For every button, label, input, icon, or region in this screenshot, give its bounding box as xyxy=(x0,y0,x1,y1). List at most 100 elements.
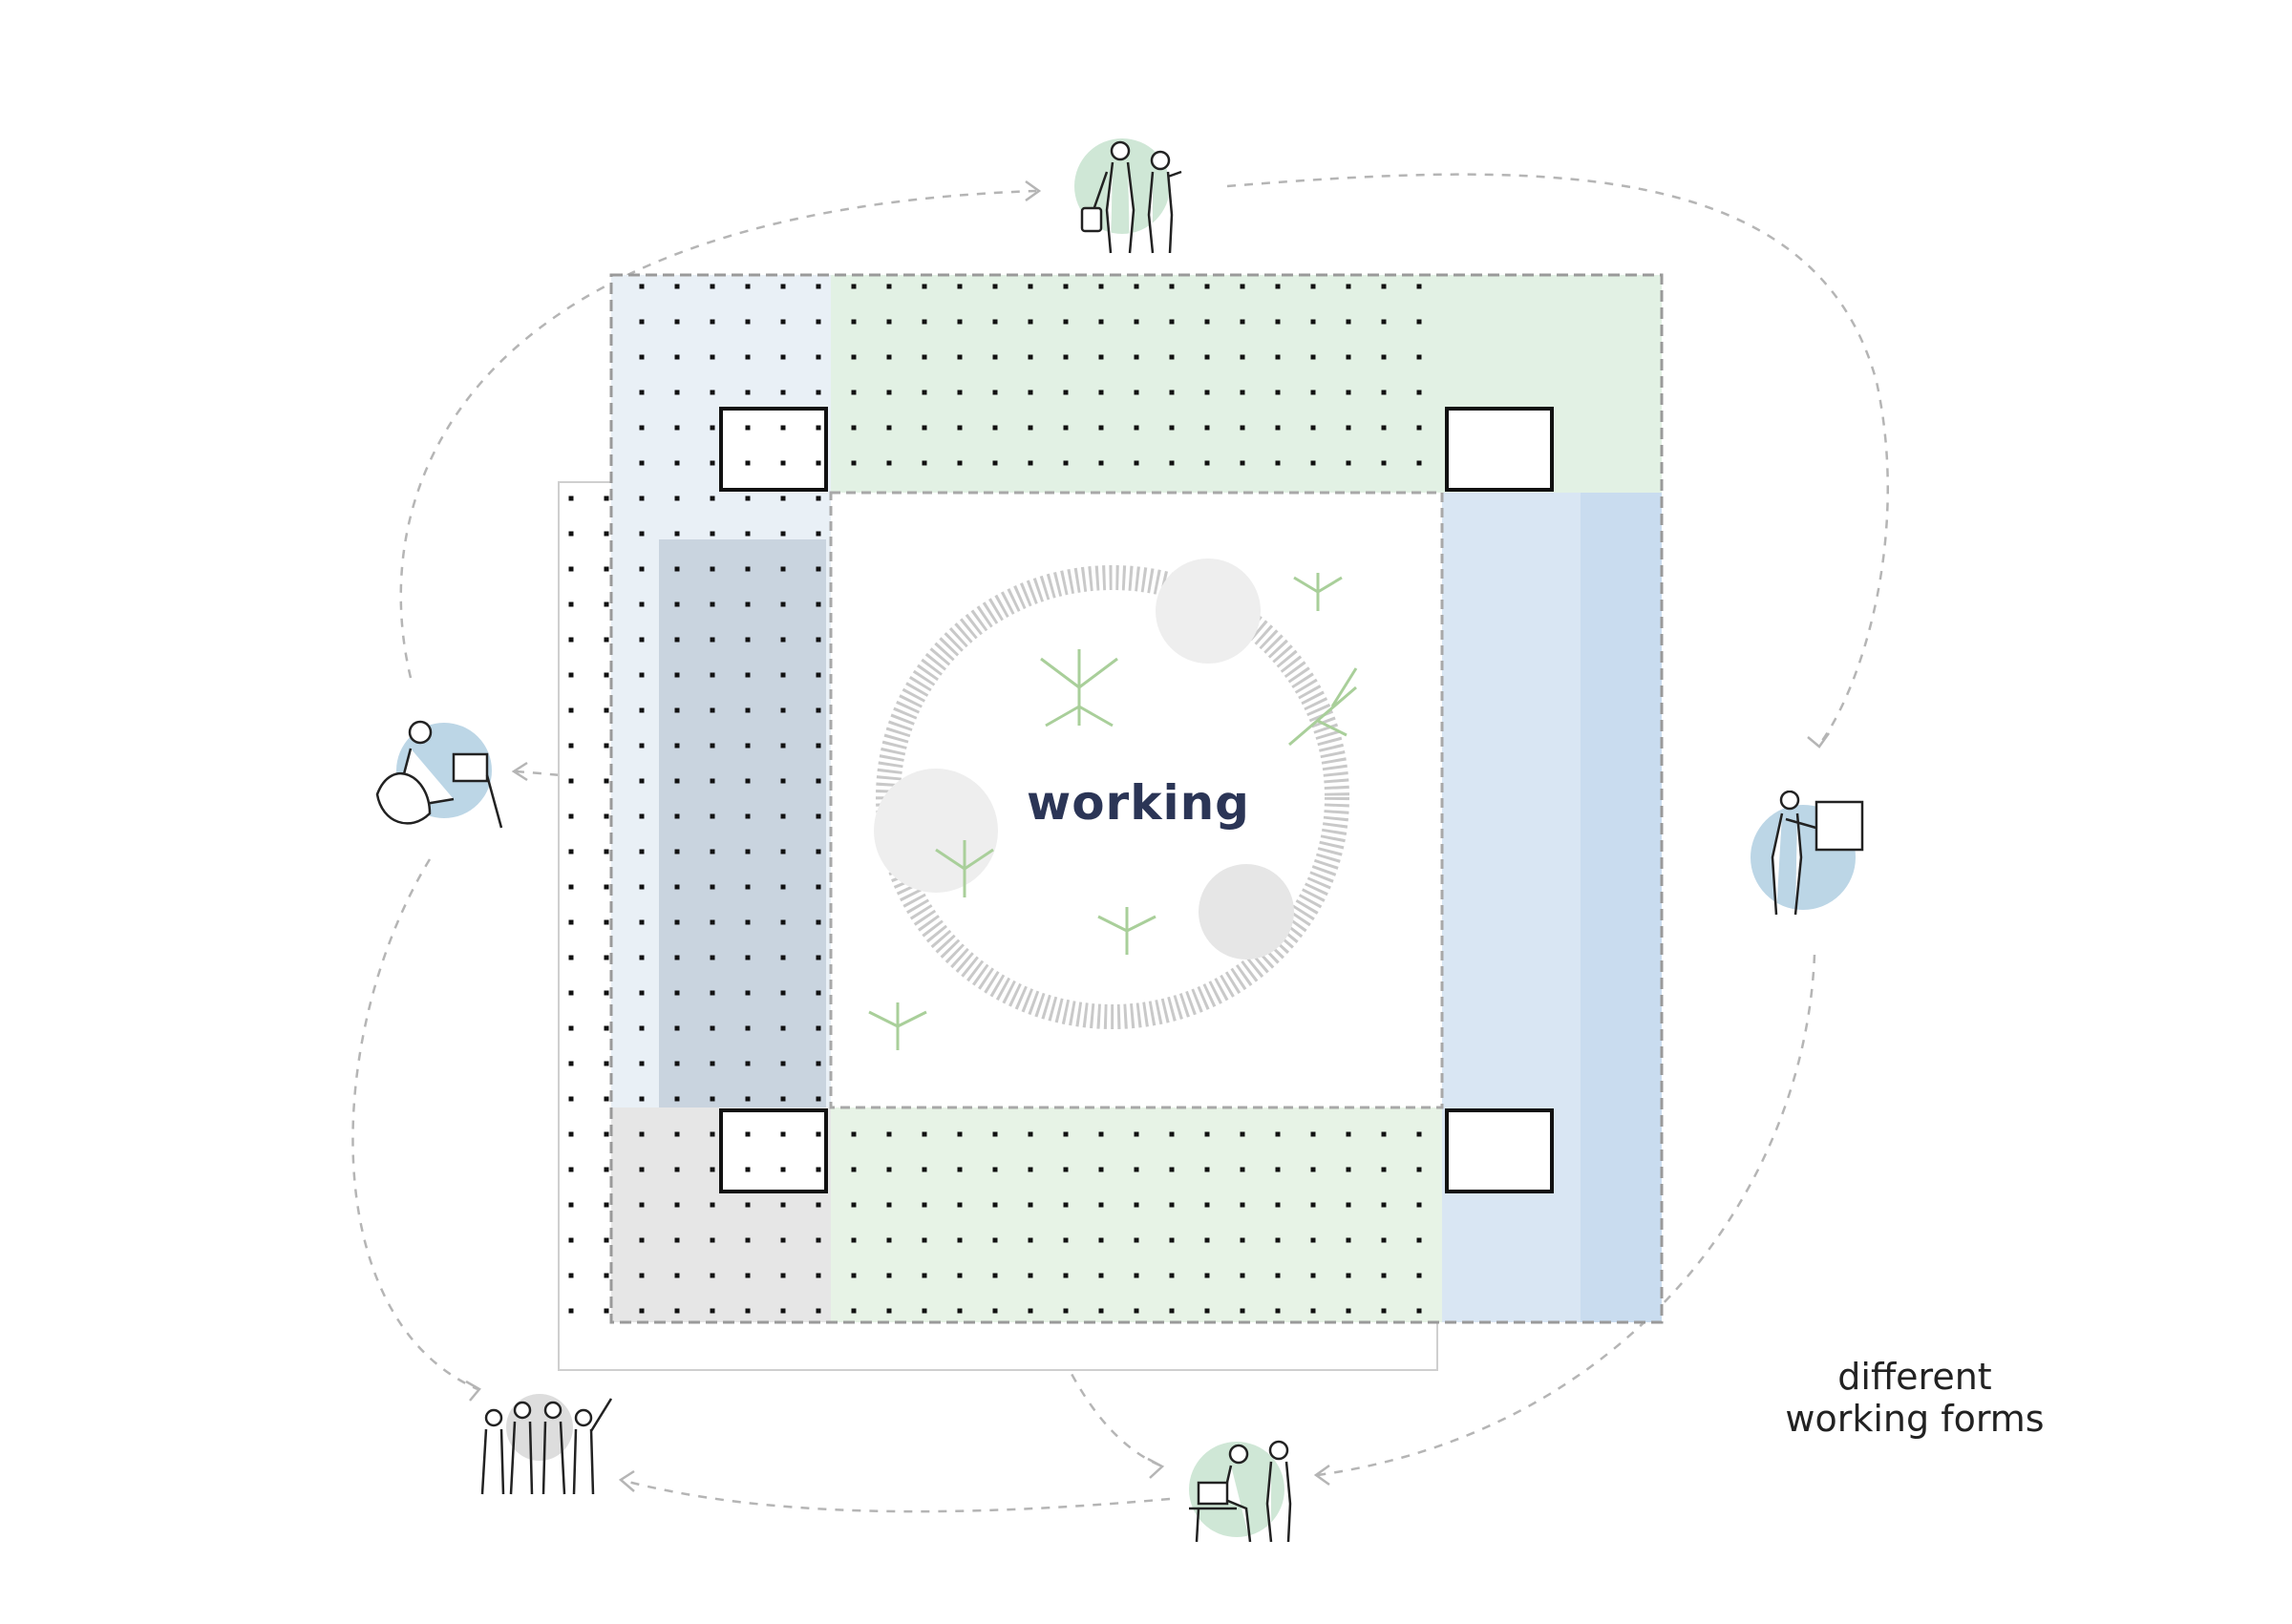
column-dot xyxy=(639,601,645,607)
column-dot xyxy=(922,390,927,395)
column-dot xyxy=(957,1308,963,1314)
column-dot xyxy=(780,884,786,890)
column-dot xyxy=(745,849,751,854)
column-dot xyxy=(1204,460,1210,466)
column-dot xyxy=(957,354,963,360)
column-dot xyxy=(851,1167,857,1172)
column-dot xyxy=(745,425,751,431)
column-dot xyxy=(604,1273,609,1278)
column-dot xyxy=(780,637,786,643)
column-dot xyxy=(568,1167,574,1172)
column-dot xyxy=(710,601,715,607)
column-dot xyxy=(568,601,574,607)
column-dot xyxy=(745,743,751,749)
column-dot xyxy=(780,1237,786,1243)
column-dot xyxy=(780,778,786,784)
column-dot xyxy=(1275,1131,1281,1137)
caption: different working forms xyxy=(1738,1356,2091,1440)
column-dot xyxy=(816,1025,821,1031)
column-dot xyxy=(816,284,821,289)
column-dot xyxy=(674,566,680,572)
column-dot xyxy=(604,1096,609,1102)
column-dot xyxy=(1275,1167,1281,1172)
column-dot xyxy=(1028,460,1033,466)
column-dot xyxy=(604,955,609,960)
column-dot xyxy=(1240,1167,1245,1172)
column-dot xyxy=(922,425,927,431)
column-dot xyxy=(674,955,680,960)
column-dot xyxy=(1134,354,1139,360)
column-dot xyxy=(992,390,998,395)
column-dot xyxy=(816,354,821,360)
column-dot xyxy=(816,813,821,819)
column-dot xyxy=(1240,460,1245,466)
column-dot xyxy=(639,496,645,501)
column-dot xyxy=(604,496,609,501)
column-dot xyxy=(639,460,645,466)
column-dot xyxy=(1028,425,1033,431)
column-dot xyxy=(1381,390,1387,395)
column-dot xyxy=(604,1061,609,1066)
column-dot xyxy=(745,637,751,643)
column-dot xyxy=(1346,319,1351,325)
column-dot xyxy=(639,637,645,643)
column-dot xyxy=(1063,390,1069,395)
slab-dashed-outline xyxy=(609,273,1664,1324)
column-dot xyxy=(568,496,574,501)
column-dot xyxy=(568,778,574,784)
column-dot xyxy=(639,284,645,289)
column-dot xyxy=(745,566,751,572)
column-dot xyxy=(886,284,892,289)
column-dot xyxy=(710,743,715,749)
column-dot xyxy=(710,460,715,466)
column-dot xyxy=(1063,284,1069,289)
column-dot xyxy=(780,566,786,572)
column-dot xyxy=(639,566,645,572)
column-dot xyxy=(710,566,715,572)
column-dot xyxy=(816,707,821,713)
column-dot xyxy=(1310,284,1316,289)
column-dot xyxy=(851,319,857,325)
column-dot xyxy=(780,1025,786,1031)
column-dot xyxy=(639,1131,645,1137)
column-dot xyxy=(780,1061,786,1066)
column-dot xyxy=(604,672,609,678)
column-dot xyxy=(1169,425,1175,431)
column-dot xyxy=(710,425,715,431)
column-dot xyxy=(1416,354,1422,360)
column-dot xyxy=(1204,1202,1210,1208)
column-dot xyxy=(710,1273,715,1278)
column-dot xyxy=(745,1308,751,1314)
column-dot xyxy=(1098,425,1104,431)
column-dot xyxy=(816,1237,821,1243)
column-dot xyxy=(674,1237,680,1243)
column-dot xyxy=(816,990,821,996)
column-dot xyxy=(922,460,927,466)
column-dot xyxy=(816,1167,821,1172)
column-dot xyxy=(1310,390,1316,395)
column-dot xyxy=(1240,1237,1245,1243)
column-dot xyxy=(604,707,609,713)
column-dot xyxy=(1310,1308,1316,1314)
column-dot xyxy=(1028,1167,1033,1172)
column-dot xyxy=(639,1202,645,1208)
column-dot xyxy=(604,1237,609,1243)
column-dot xyxy=(674,425,680,431)
column-dot xyxy=(1240,1273,1245,1278)
column-dot xyxy=(639,319,645,325)
column-dot xyxy=(780,460,786,466)
column-dot xyxy=(568,1202,574,1208)
column-dot xyxy=(1063,1237,1069,1243)
column-dot xyxy=(1346,1202,1351,1208)
column-dot xyxy=(1169,390,1175,395)
column-dot xyxy=(745,813,751,819)
column-dot xyxy=(957,390,963,395)
column-dot xyxy=(886,1202,892,1208)
column-dot xyxy=(1310,1167,1316,1172)
column-dot xyxy=(639,707,645,713)
column-dot xyxy=(957,425,963,431)
column-dot xyxy=(1310,1273,1316,1278)
column-dot xyxy=(1275,1273,1281,1278)
column-dot xyxy=(1169,1237,1175,1243)
